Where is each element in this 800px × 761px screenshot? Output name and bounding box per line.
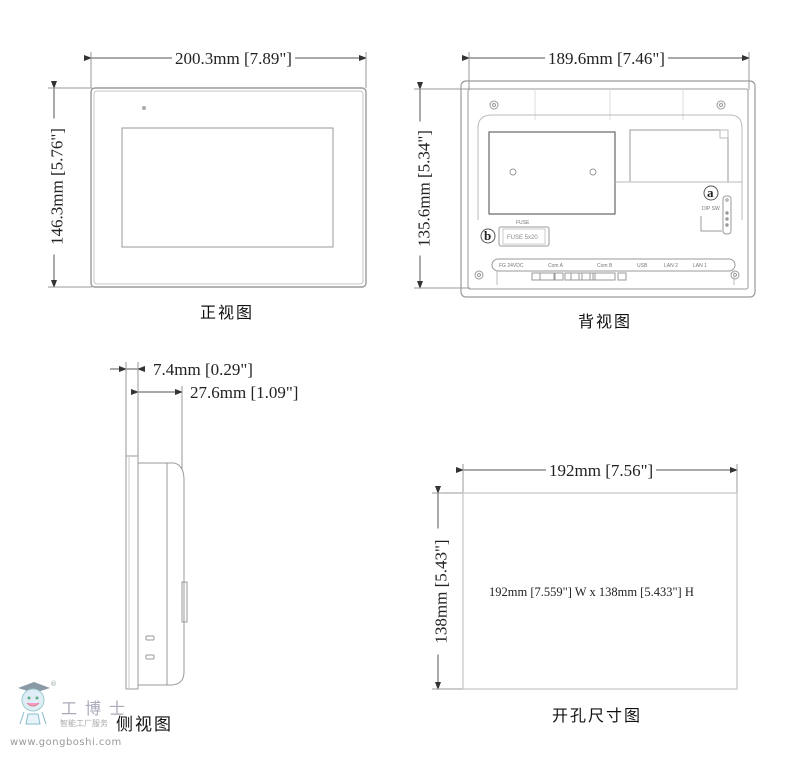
cutout-height-dimension: 138mm [5.43"] bbox=[432, 528, 451, 655]
cutout-size-text: 192mm [7.559"] W x 138mm [5.433"] H bbox=[489, 585, 694, 599]
svg-text:LAN 2: LAN 2 bbox=[664, 263, 678, 269]
back-view-drawing bbox=[414, 52, 756, 298]
svg-text:DIP SW: DIP SW bbox=[702, 206, 720, 212]
cutout-view-drawing bbox=[432, 464, 738, 690]
svg-text:LAN 1: LAN 1 bbox=[693, 263, 707, 269]
brand-slogan: 智能工厂服务 bbox=[60, 719, 108, 728]
front-height-dimension: 146.3mm [5.76"] bbox=[48, 118, 67, 255]
cutout-width-dimension: 192mm [7.56"] bbox=[546, 462, 657, 479]
brand-name: 工博士 bbox=[61, 699, 134, 718]
callout-a: a bbox=[707, 185, 714, 200]
side-view-drawing bbox=[110, 362, 188, 690]
svg-text:Com A: Com A bbox=[548, 263, 564, 269]
svg-text:USB: USB bbox=[637, 263, 648, 269]
callout-b: b bbox=[484, 228, 492, 243]
svg-text:Com B: Com B bbox=[597, 263, 613, 269]
registered-mark: ® bbox=[50, 680, 57, 688]
front-view-caption: 正视图 bbox=[200, 303, 255, 322]
side-front-depth-dimension: 7.4mm [0.29"] bbox=[153, 360, 253, 379]
back-height-dimension: 135.6mm [5.34"] bbox=[415, 121, 434, 256]
side-total-depth-dimension: 27.6mm [1.09"] bbox=[190, 383, 299, 402]
svg-text:FG 24VDC: FG 24VDC bbox=[499, 263, 524, 269]
back-view-caption: 背视图 bbox=[578, 312, 633, 331]
back-width-dimension: 189.6mm [7.46"] bbox=[545, 50, 668, 67]
mascot-logo-icon bbox=[10, 680, 54, 728]
svg-text:FUSE: FUSE bbox=[516, 220, 530, 226]
back-view-port-labels: FG 24VDC Com A Com B USB LAN 2 LAN 1 FUS… bbox=[499, 206, 720, 269]
front-view-drawing bbox=[48, 52, 367, 288]
brand-url: www.gongboshi.com bbox=[10, 737, 122, 748]
cutout-view-caption: 开孔尺寸图 bbox=[552, 706, 643, 725]
svg-text:FUSE 5x20: FUSE 5x20 bbox=[507, 235, 538, 241]
side-view-caption: 侧视图 bbox=[116, 715, 173, 735]
front-width-dimension: 200.3mm [7.89"] bbox=[172, 50, 295, 67]
